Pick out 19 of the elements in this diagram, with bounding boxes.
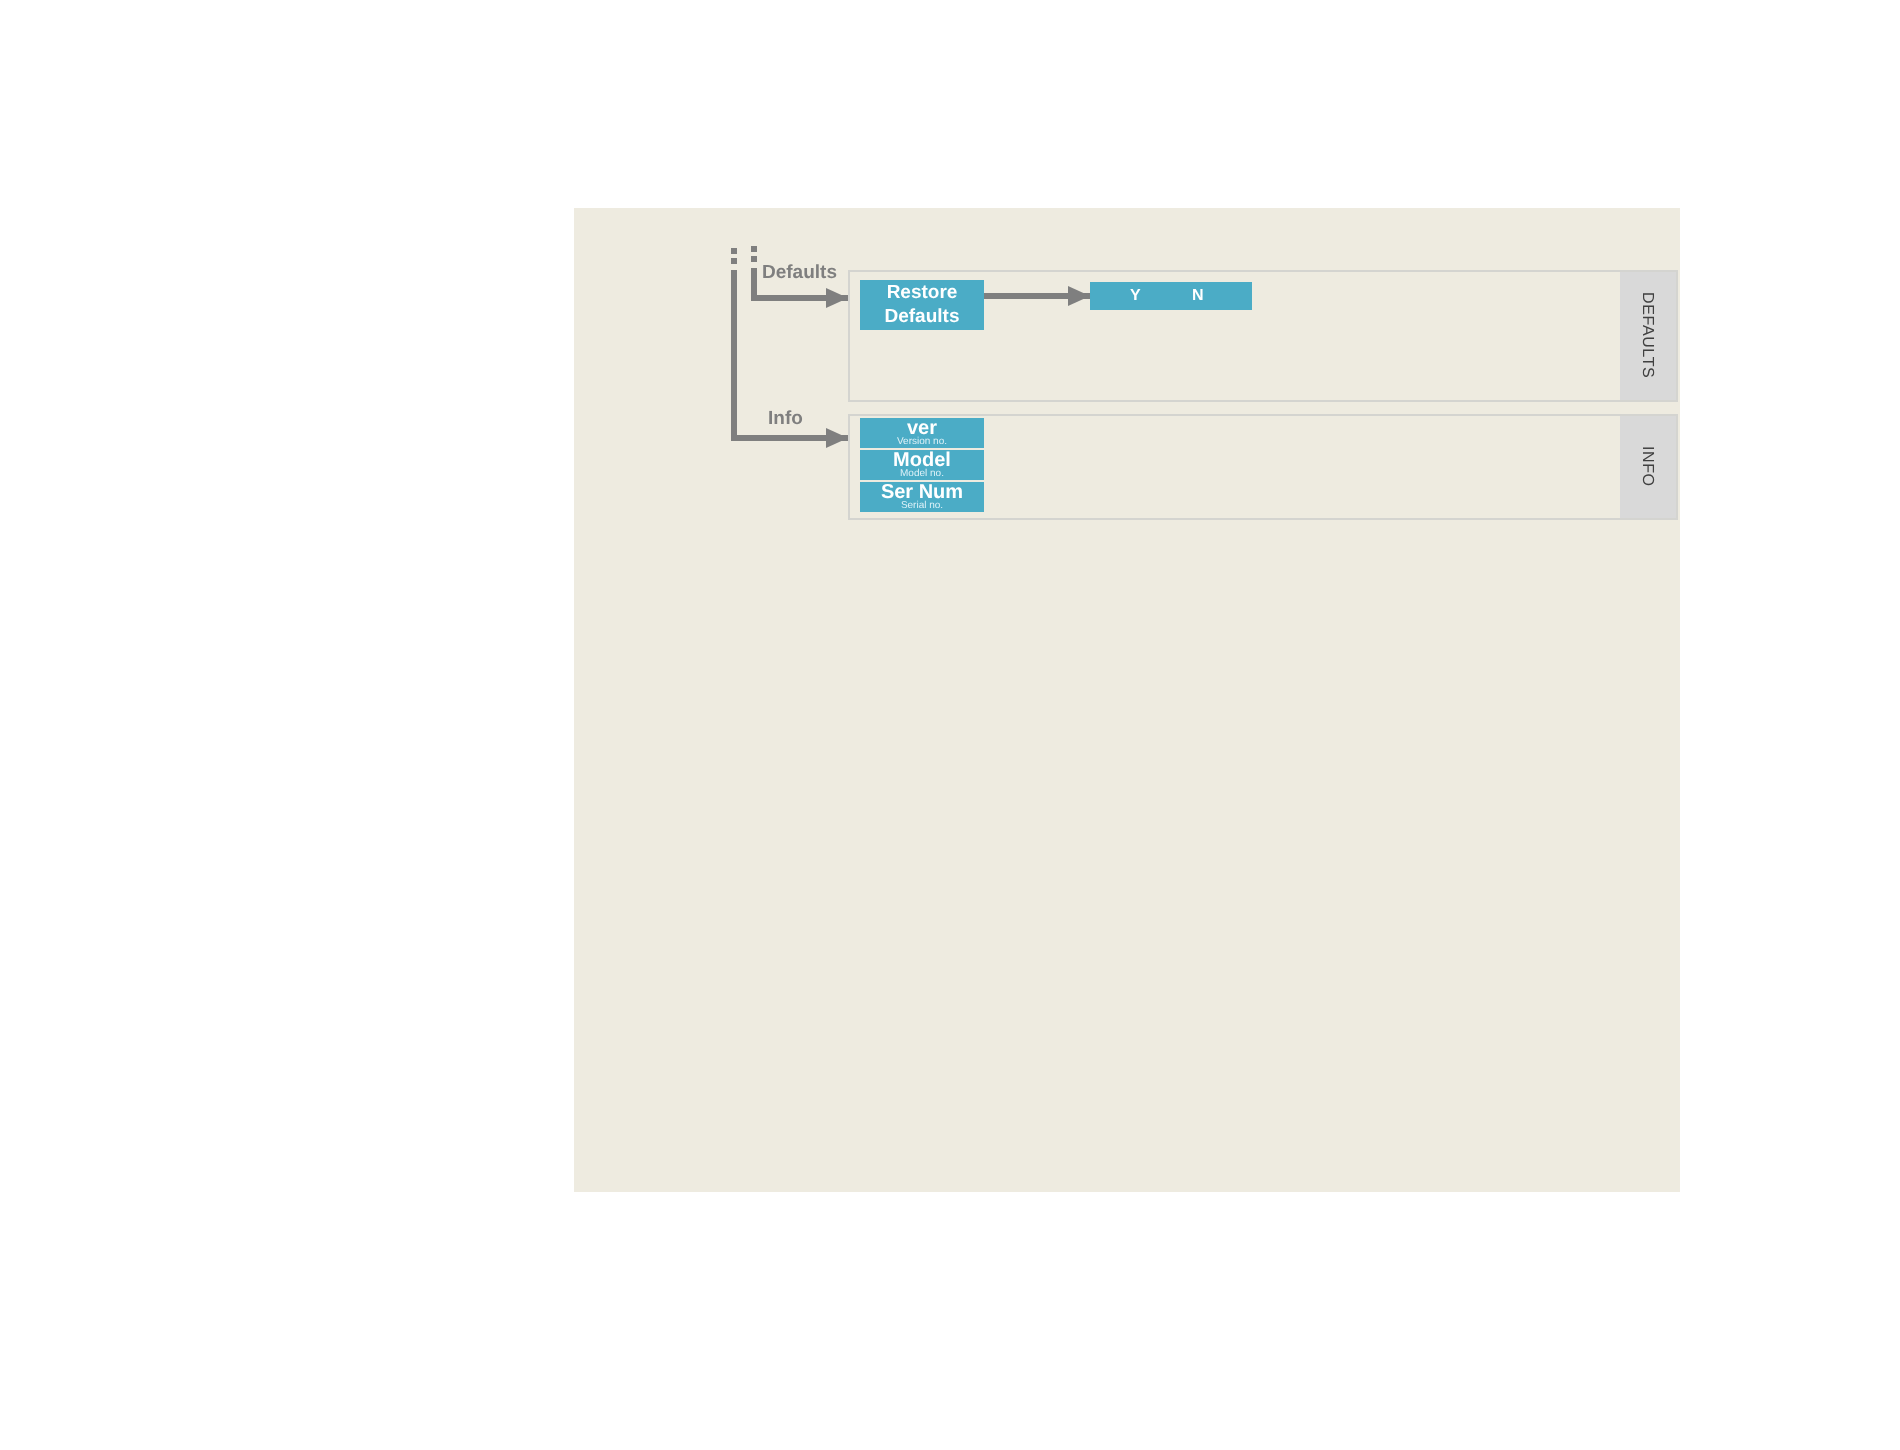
section-panel bbox=[848, 270, 1678, 402]
connector-arrow bbox=[984, 286, 1090, 306]
info-item-box bbox=[860, 482, 984, 512]
item-title: Ser Num bbox=[878, 484, 966, 502]
item-title: Model bbox=[891, 452, 953, 470]
connector-arrow bbox=[751, 268, 848, 308]
option-label: Y bbox=[1130, 286, 1141, 306]
section-panel bbox=[848, 414, 1678, 520]
info-item-box bbox=[860, 418, 984, 448]
edge-label: Info bbox=[768, 408, 803, 430]
menu-item-box: Restore Defaults bbox=[860, 280, 984, 330]
option-bar bbox=[1090, 282, 1252, 310]
option-label: N bbox=[1192, 286, 1204, 306]
section-label: INFO bbox=[1639, 446, 1657, 488]
edge-label: Defaults bbox=[762, 262, 837, 284]
section-label: DEFAULTS bbox=[1639, 292, 1657, 380]
connector-arrow bbox=[731, 270, 848, 448]
info-item-box bbox=[860, 450, 984, 480]
item-title: ver bbox=[906, 420, 937, 438]
